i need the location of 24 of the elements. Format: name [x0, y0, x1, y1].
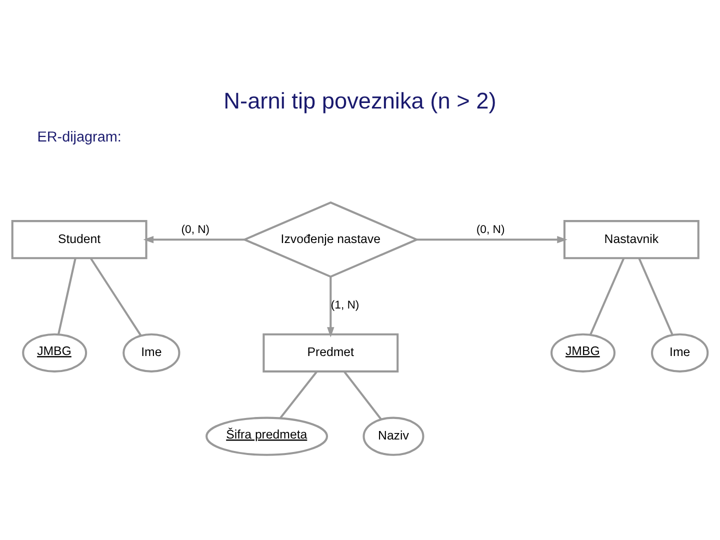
node-ellipse: JMBG [550, 332, 616, 372]
connector [90, 257, 142, 336]
node-ellipse: Naziv [362, 416, 424, 456]
connector [638, 258, 674, 335]
arrow [416, 235, 568, 243]
node-box: Student [11, 220, 148, 259]
node-ellipse: Ime [122, 332, 180, 372]
node-box: Predmet [262, 332, 399, 372]
node-ellipse: Ime [651, 332, 709, 372]
connector [590, 258, 625, 335]
node-ellipse: JMBG [22, 332, 88, 372]
label: ER-dijagram: [37, 128, 122, 145]
arrow [327, 276, 334, 337]
connector [57, 258, 76, 334]
connector [279, 370, 318, 418]
edge-label: (0, N) [181, 224, 210, 236]
node-box: Nastavnik [563, 220, 700, 259]
node-diamond: Izvođenje nastave [242, 200, 420, 278]
connector [343, 370, 382, 420]
arrow [143, 235, 244, 243]
node-ellipse: Šifra predmeta [206, 416, 328, 456]
diagram-title: N-arni tip poveznika (n > 2) [224, 86, 496, 113]
edge-label: (1, N) [330, 298, 360, 311]
edge-label: (0, N) [476, 224, 505, 236]
